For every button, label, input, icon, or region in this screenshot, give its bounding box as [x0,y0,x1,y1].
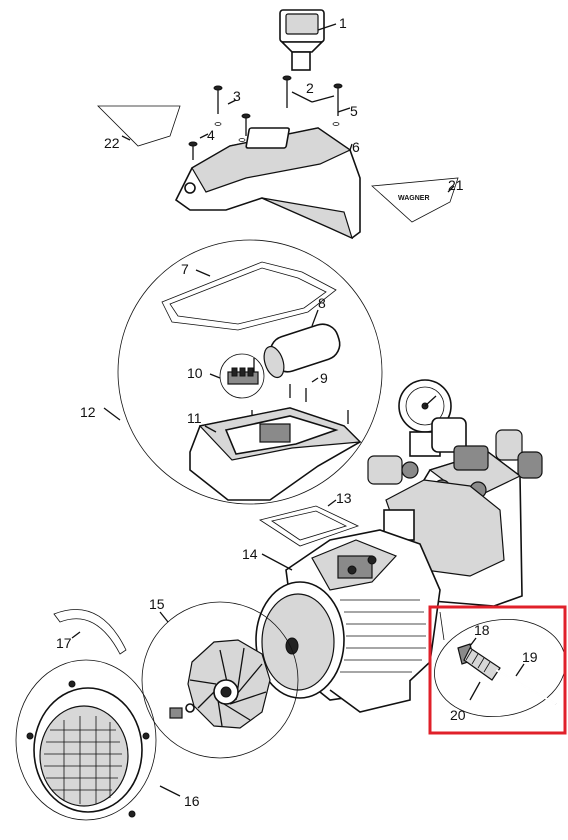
callout-18: 18 [474,622,490,638]
callout-22: 22 [104,135,120,151]
callout-4: 4 [207,127,215,143]
screws-2-3-4-5 [188,75,351,160]
callout-19: 19 [522,649,538,665]
callout-1: 1 [339,15,347,31]
callout-6: 6 [352,139,360,155]
callout-10: 10 [187,365,203,381]
callout-16: 16 [184,793,200,809]
wagner-logo-text: WAGNER [398,195,430,202]
callout-17: 17 [56,635,72,651]
part-22-label [97,105,181,147]
callout-9: 9 [320,370,328,386]
part-6-housing-cover [174,127,361,240]
callout-13: 13 [336,490,352,506]
callout-20: 20 [450,707,466,723]
part-1-switch [279,9,337,71]
part-21-wagner-label: WAGNER [371,177,459,223]
part-12-detail-circle [103,239,383,505]
callout-7: 7 [181,261,189,277]
callout-14: 14 [242,546,258,562]
part-17-shroud-sheet [53,609,127,655]
callout-21: 21 [448,177,464,193]
part-13-gasket [259,499,360,547]
callout-5: 5 [350,103,358,119]
callout-3: 3 [233,88,241,104]
highlight-box [428,605,567,735]
callout-11: 11 [187,410,202,426]
callout-8: 8 [318,295,326,311]
callout-12: 12 [80,404,96,420]
callout-labels: 1 2 3 4 5 6 7 8 9 10 11 12 13 14 15 16 1… [56,15,538,809]
parts-18-20-detail [434,611,566,718]
callout-2: 2 [306,80,314,96]
part-15-fan-circle [141,601,299,759]
fan-cover-grille [44,716,122,804]
part-16-fan-cover [15,659,181,821]
part-14-motor [255,529,441,713]
callout-15: 15 [149,596,165,612]
